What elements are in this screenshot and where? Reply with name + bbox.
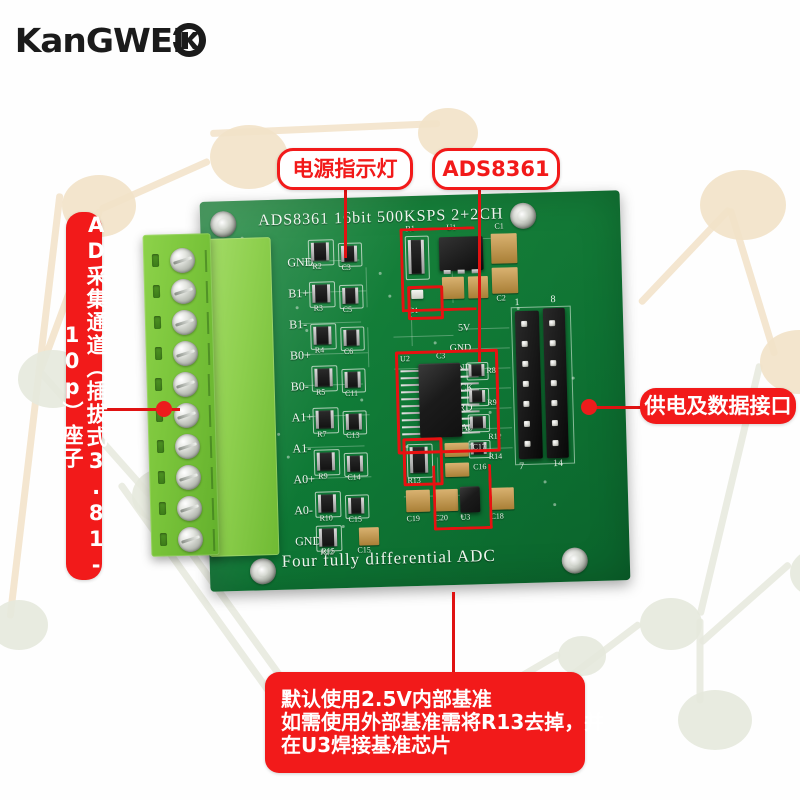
- leader-power-data: [594, 406, 646, 409]
- terminal-ridge: [210, 466, 214, 490]
- network-node: [0, 600, 48, 650]
- marker-input-channels: [156, 401, 172, 417]
- leader-power-led: [344, 190, 347, 258]
- terminal-wire-slot: [157, 470, 166, 485]
- terminal-wire-slot: [159, 532, 168, 547]
- terminal-screw[interactable]: [170, 278, 197, 305]
- network-node: [210, 125, 288, 189]
- terminal-ridge: [211, 497, 215, 521]
- callout-input-channels: AD采集通道（插拔式3.81-10p）座子: [60, 212, 109, 580]
- terminal-screw[interactable]: [173, 402, 200, 429]
- terminal-ridge: [209, 435, 213, 459]
- marker-power-data: [581, 399, 597, 415]
- terminal-ridge: [207, 342, 211, 366]
- terminal-screw[interactable]: [176, 495, 203, 522]
- callout-power-data-interface: 供电及数据接口: [640, 388, 796, 424]
- terminal-screw[interactable]: [172, 371, 199, 398]
- network-node: [558, 636, 606, 676]
- terminal-ridge: [212, 528, 216, 552]
- reference-note-line-3: 在U3焊接基准芯片: [281, 732, 452, 757]
- terminal-wire-slot: [156, 439, 165, 454]
- terminal-wire-slot: [154, 377, 163, 392]
- network-node: [700, 170, 786, 240]
- terminal-screw[interactable]: [177, 526, 204, 553]
- terminal-screw[interactable]: [175, 464, 202, 491]
- terminal-ridge: [204, 249, 208, 273]
- brand-logo: KanGWEI: [14, 20, 209, 60]
- network-node: [678, 690, 752, 750]
- callout-power-led: 电源指示灯: [277, 148, 413, 190]
- terminal-wire-slot: [153, 315, 162, 330]
- terminal-wire-slot: [154, 346, 163, 361]
- reference-note-line-2: 如需使用外部基准需将R13去掉，并: [281, 709, 605, 734]
- terminal-ridge: [205, 280, 209, 304]
- terminal-screw[interactable]: [174, 433, 201, 460]
- terminal-ridge: [207, 373, 211, 397]
- network-node: [790, 548, 800, 598]
- brand-name: KanGWEI: [14, 20, 185, 60]
- terminal-screw[interactable]: [169, 247, 196, 274]
- terminal-screw[interactable]: [171, 309, 198, 336]
- terminal-wire-slot: [151, 253, 160, 268]
- terminal-ridge: [208, 404, 212, 428]
- network-node: [640, 598, 702, 650]
- reference-note-line-1: 默认使用2.5V内部基准: [281, 686, 492, 711]
- leader-input-channels: [104, 408, 180, 411]
- callout-ads8361: ADS8361: [432, 148, 560, 190]
- terminal-screw[interactable]: [172, 340, 199, 367]
- k-logo-icon: [169, 20, 209, 60]
- leader-ads8361: [478, 190, 481, 362]
- terminal-ridge: [206, 311, 210, 335]
- terminal-wire-slot: [152, 284, 161, 299]
- callout-reference-note: 默认使用2.5V内部基准 如需使用外部基准需将R13去掉，并 在U3焊接基准芯片: [265, 672, 604, 773]
- terminal-wire-slot: [158, 501, 167, 516]
- leader-reference-note: [452, 592, 455, 674]
